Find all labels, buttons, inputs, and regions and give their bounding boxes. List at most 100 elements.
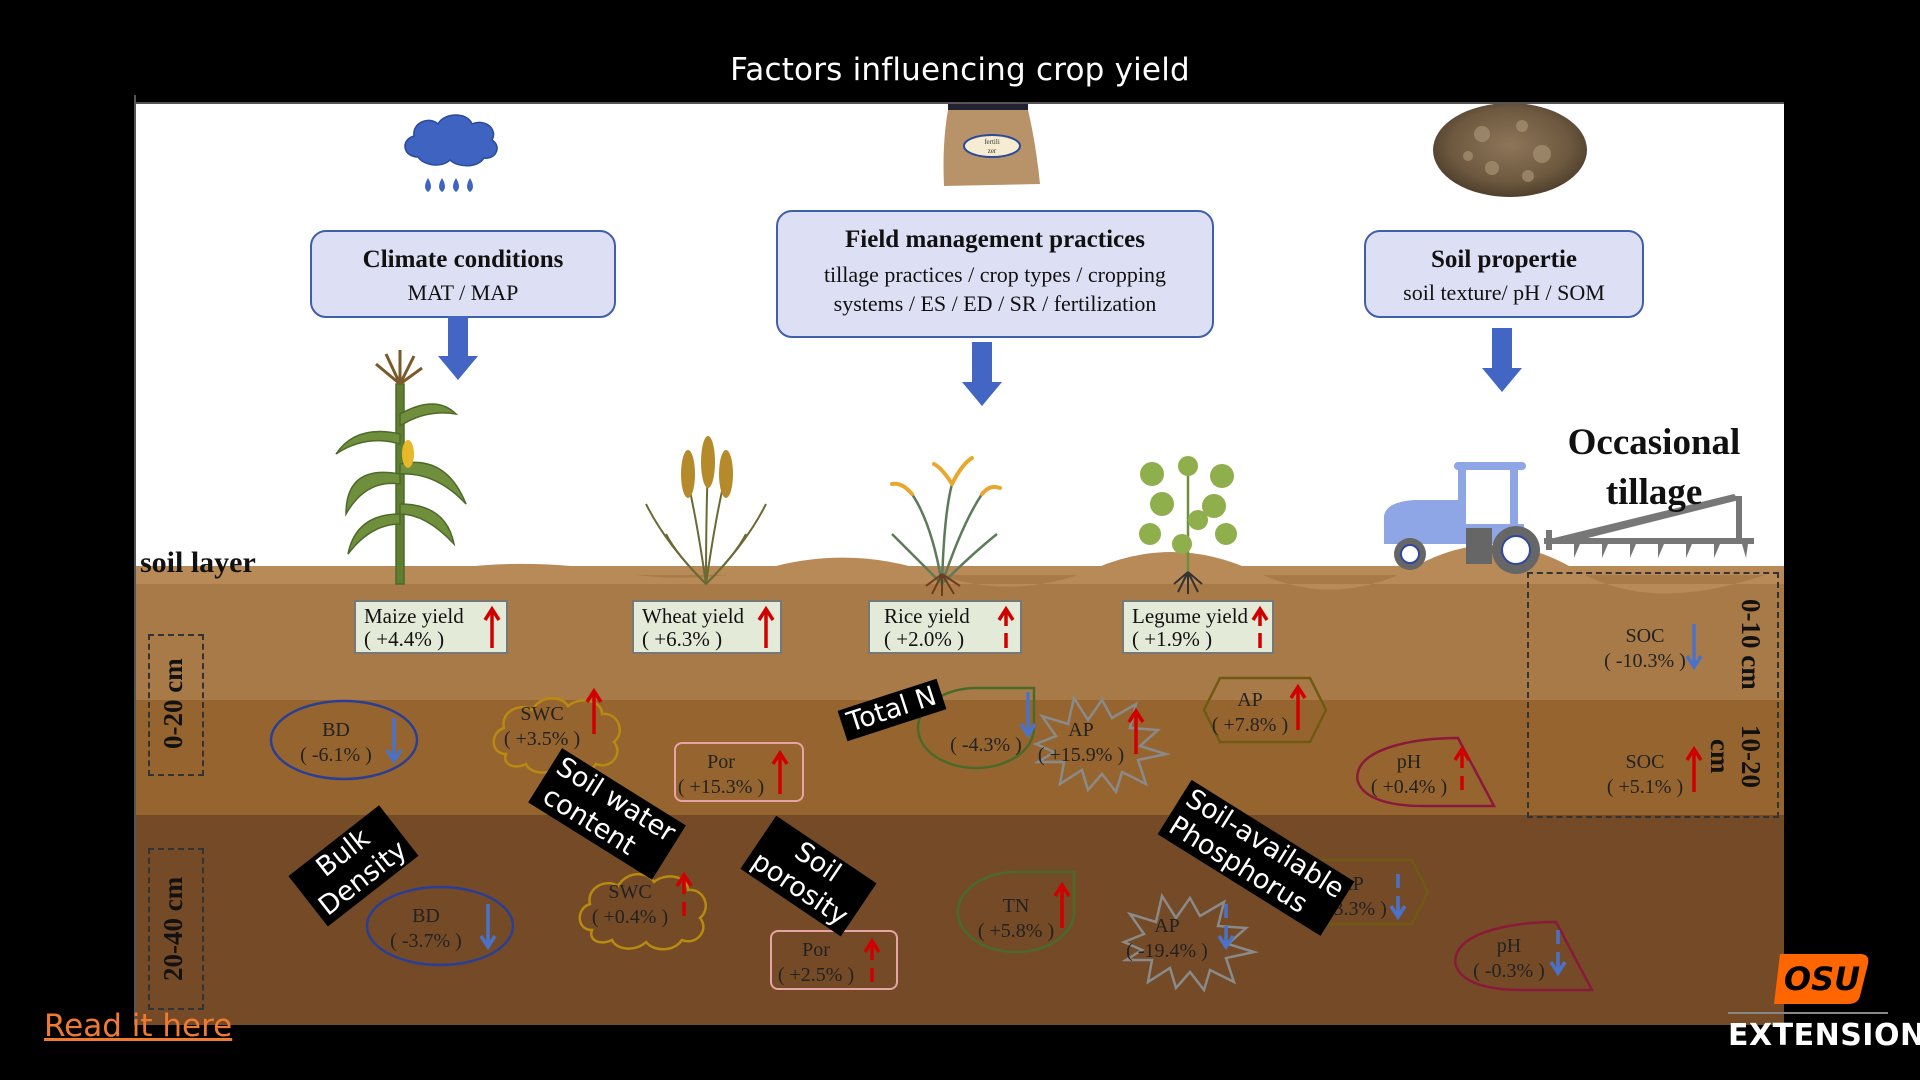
logo-divider: [1728, 1012, 1888, 1014]
up-arrow-icon: [1127, 707, 1145, 754]
metric-value: ( -0.3% ): [1473, 960, 1545, 982]
bd-ellipse-shape: [365, 885, 515, 967]
metric-por-20-40: Por ( +2.5% ): [766, 938, 866, 988]
factor-box-climate: Climate conditions MAT / MAP: [310, 230, 616, 318]
yield-box-legume: Legume yield ( +1.9% ): [1122, 600, 1274, 654]
factor-box-soil-properties: Soil propertie soil texture/ pH / SOM: [1364, 230, 1644, 318]
metric-ph-20-40: pH ( -0.3% ): [1464, 934, 1554, 984]
up-arrow-icon: [1685, 745, 1703, 792]
down-arrow-icon: [479, 904, 497, 951]
metric-name: SOC: [1625, 625, 1665, 647]
ap-hexagon-shape: [1202, 676, 1328, 744]
down-arrow-icon: [1019, 692, 1037, 739]
depth-label-20-40: 20-40 cm: [158, 876, 188, 982]
yield-value: ( +1.9% ): [1132, 627, 1213, 651]
tn-teardrop-shape: [956, 870, 1076, 954]
metric-value: ( -6.1% ): [300, 744, 372, 766]
metric-value: ( -19.4% ): [1126, 940, 1208, 962]
factor-title: Field management practices: [845, 226, 1145, 253]
up-arrow-dashed-icon: [675, 871, 693, 916]
figure-border: [136, 102, 1784, 104]
metric-soc-10-20: SOC ( +5.1% ): [1590, 750, 1700, 800]
yield-value: ( +4.4% ): [364, 627, 445, 651]
down-arrow-dashed-icon: [1389, 874, 1407, 921]
up-arrow-icon: [483, 605, 501, 648]
soil-sample-icon: [1433, 104, 1587, 197]
crop-yield-diagram: fertili zer Climate conditions MAT / MAP…: [136, 104, 1784, 1025]
factor-subtitle: tillage practices / crop types / croppin…: [823, 262, 1167, 287]
metric-name: SWC: [520, 703, 564, 725]
metric-swc-0-20: SWC ( +3.5% ): [492, 702, 592, 752]
up-arrow-icon: [1289, 683, 1307, 730]
metric-value: ( +5.1% ): [1606, 776, 1684, 798]
factor-subtitle: MAT / MAP: [407, 280, 519, 305]
metric-name: TN: [1002, 895, 1030, 917]
maize-plant-icon: [335, 350, 467, 585]
up-arrow-dashed-icon: [1453, 745, 1471, 790]
metric-name: SWC: [608, 881, 652, 903]
metric-ap-star-0-20: AP ( +15.9% ): [1026, 718, 1136, 768]
yield-label: Wheat yield: [642, 604, 745, 628]
osu-logo-icon: OSU: [1774, 954, 1869, 1004]
yield-box-maize: Maize yield ( +4.4% ): [354, 600, 508, 654]
down-arrow-icon: [438, 316, 478, 380]
metric-value: ( -4.3% ): [950, 734, 1022, 756]
slide-title: Factors influencing crop yield: [730, 52, 1190, 88]
up-arrow-dashed-icon: [997, 605, 1015, 648]
up-arrow-icon: [771, 749, 789, 794]
yield-box-rice: Rice yield ( +2.0% ): [868, 600, 1022, 654]
factor-title: Soil propertie: [1430, 246, 1578, 273]
rice-plant-icon: [890, 456, 1002, 596]
metric-value: ( +0.4% ): [1370, 776, 1448, 798]
metric-value: ( +3.5% ): [503, 728, 581, 750]
depth-label-10-20: 10-20 cm: [1705, 724, 1766, 788]
yield-label: Rice yield: [884, 604, 970, 628]
figure-border: [134, 95, 136, 1025]
metric-bd-20-40: BD ( -3.7% ): [376, 904, 476, 954]
metric-name: BD: [322, 719, 350, 741]
up-arrow-dashed-icon: [1251, 605, 1269, 648]
metric-name: Por: [707, 751, 735, 773]
metric-name: SOC: [1625, 751, 1665, 773]
svg-text:zer: zer: [988, 147, 997, 155]
bd-ellipse-shape: [269, 699, 419, 781]
factor-subtitle: systems / ES / ED / SR / fertilization: [833, 291, 1157, 316]
up-arrow-icon: [757, 605, 775, 648]
metric-value: ( +0.4% ): [591, 906, 669, 928]
yield-value: ( +2.0% ): [884, 627, 965, 651]
metric-ph-0-20: pH ( +0.4% ): [1364, 750, 1454, 800]
legume-plant-icon: [1139, 456, 1237, 594]
tractor-icon: [1384, 462, 1754, 574]
depth-label-0-20: 0-20 cm: [158, 658, 188, 750]
metric-value: ( +5.8% ): [977, 920, 1055, 942]
ph-wedge-shape: [1454, 920, 1595, 992]
fertilizer-bag-icon: fertili zer: [943, 104, 1040, 186]
metric-name: pH: [1396, 751, 1422, 773]
factor-subtitle: soil texture/ pH / SOM: [1403, 280, 1605, 305]
metric-name: BD: [412, 905, 440, 927]
metric-value: ( +7.8% ): [1211, 714, 1289, 736]
metric-value: ( -10.3% ): [1604, 650, 1686, 672]
ph-wedge-shape: [1356, 736, 1497, 808]
metric-value: ( +15.3% ): [677, 776, 765, 798]
down-arrow-icon: [1685, 624, 1703, 671]
down-arrow-icon: [385, 718, 403, 765]
ap-starburst-shape: [1032, 694, 1171, 795]
yield-box-wheat: Wheat yield ( +6.3% ): [632, 600, 782, 654]
factor-title: Climate conditions: [362, 246, 564, 273]
metric-value: ( +15.9% ): [1037, 744, 1125, 766]
depth-label-0-10: 0-10 cm: [1736, 598, 1766, 690]
svg-text:fertili: fertili: [984, 138, 1000, 146]
soil-surface-wave: [136, 544, 1784, 594]
factor-box-field-management: Field management practices tillage pract…: [776, 210, 1214, 338]
read-it-here-link[interactable]: Read it here: [44, 1008, 233, 1044]
por-rect-shape: [674, 742, 804, 802]
svg-text:OSU: OSU: [1784, 960, 1860, 998]
yield-label: Legume yield: [1132, 604, 1249, 628]
swc-cloud-shape: [578, 873, 707, 951]
wheat-plant-icon: [645, 436, 767, 585]
soil-layer-label: soil layer: [140, 546, 256, 579]
tillage-label-line: tillage: [1605, 472, 1703, 513]
metric-por-0-20: Por ( +15.3% ): [666, 750, 776, 800]
metric-bd-0-20: BD ( -6.1% ): [286, 718, 386, 768]
